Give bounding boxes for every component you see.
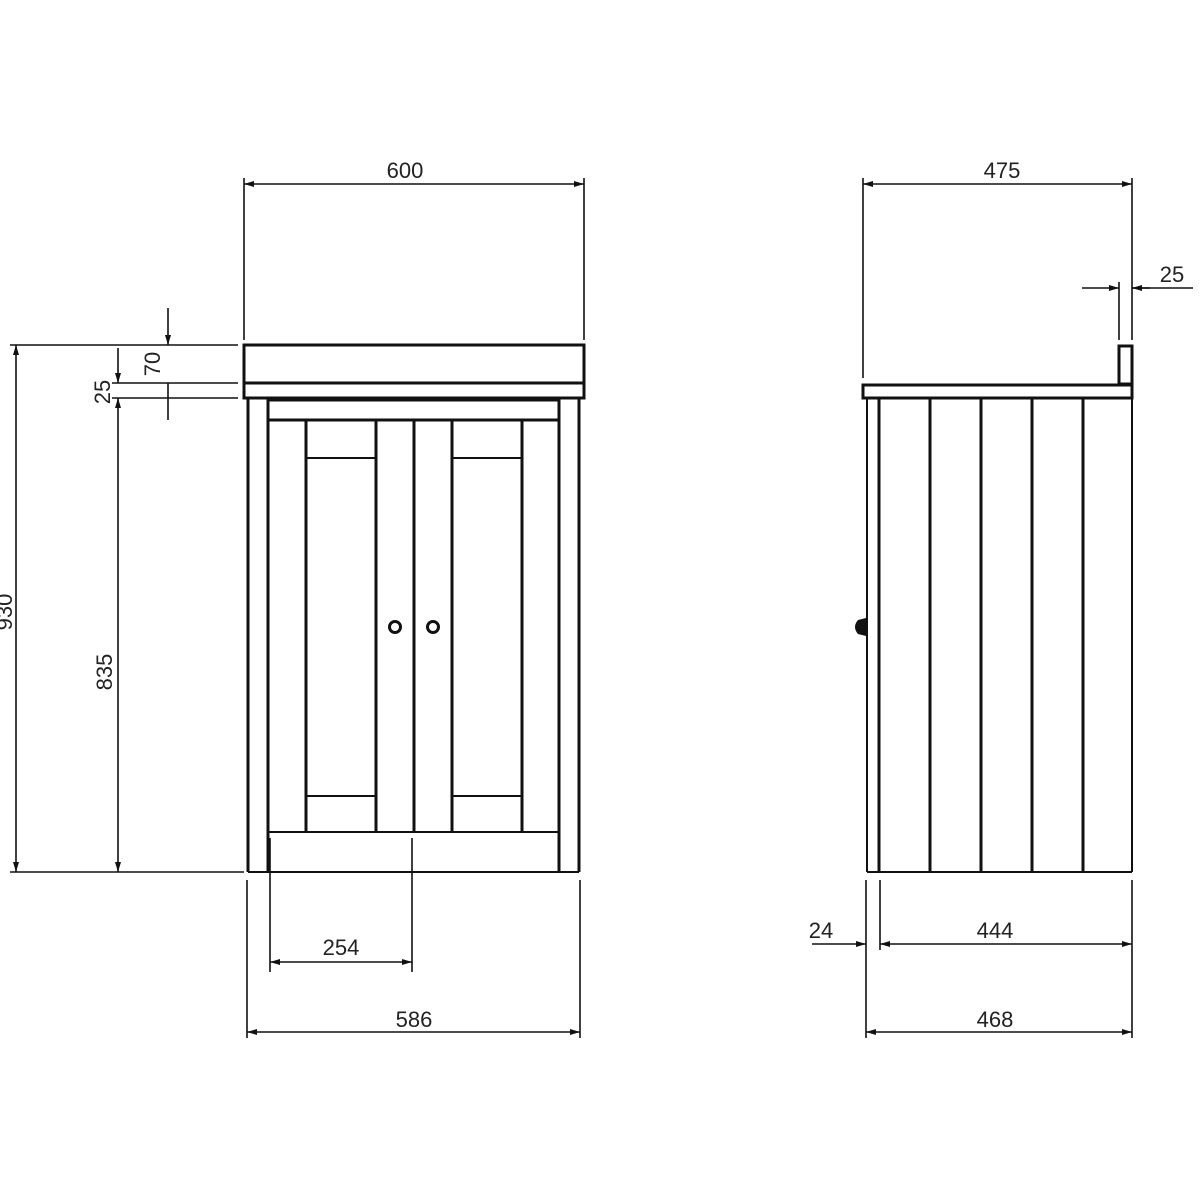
left-knob-icon [388,620,402,634]
dim-total-height-930: 930 [0,594,17,631]
right-knob-icon [426,620,440,634]
worktop-lip [242,381,586,400]
dim-worktop-70: 70 [140,352,165,376]
dim-upstand-25: 25 [1160,262,1184,287]
dim-carcass-depth-468: 468 [977,1007,1014,1032]
front-dimensions: 600 930 70 25 835 254 586 [0,158,585,1038]
dim-side-depth-475: 475 [984,158,1021,183]
side-knob-icon [855,618,866,636]
dim-front-width-600: 600 [387,158,424,183]
worktop [242,343,586,385]
dim-panel-444: 444 [977,918,1014,943]
front-view [242,343,586,873]
side-view [855,344,1134,873]
dim-door-width-254: 254 [323,935,360,960]
side-dimensions: 475 25 24 444 468 [809,158,1193,1038]
upstand [1117,344,1134,386]
left-door [304,420,378,832]
side-worktop [861,383,1134,400]
dim-carcass-width-586: 586 [396,1007,433,1032]
dim-gap-25: 25 [90,380,115,404]
dim-offset-24: 24 [809,918,833,943]
dim-carcass-height-835: 835 [92,654,117,691]
right-door [450,420,524,832]
top-rail [266,398,561,422]
